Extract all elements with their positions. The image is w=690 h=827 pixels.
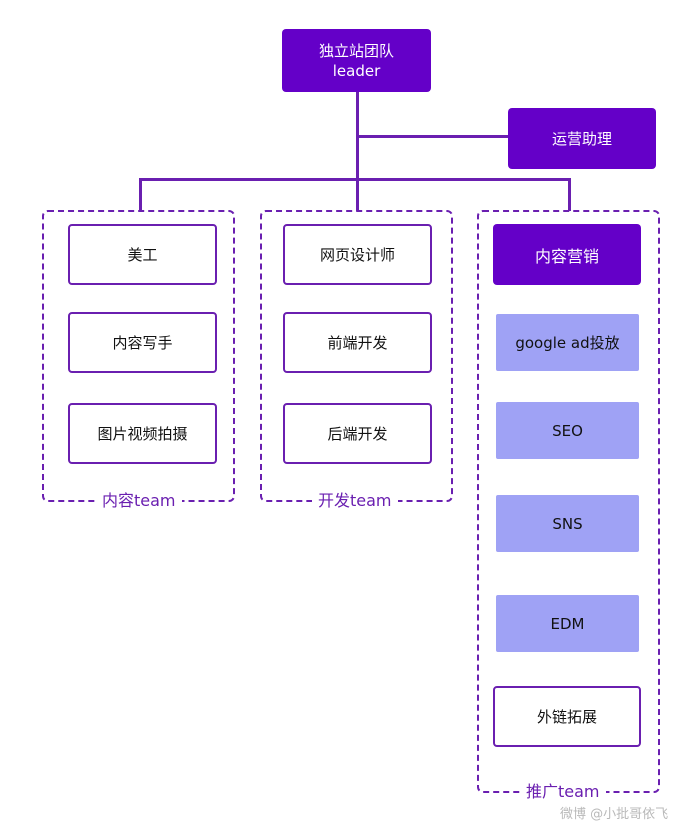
dev-team-item-label: 后端开发 <box>327 425 388 443</box>
dev-team-item: 网页设计师 <box>283 224 432 285</box>
promo-team-item-label: SEO <box>552 421 583 440</box>
content-team-item: 美工 <box>68 224 217 285</box>
dev-team-label: 开发team <box>312 491 398 511</box>
content-team-label: 内容team <box>96 491 182 511</box>
promo-team-head-label: 内容营销 <box>534 246 599 266</box>
promo-team-label: 推广team <box>520 782 606 802</box>
promo-team-last-item-label: 外链拓展 <box>536 708 597 726</box>
content-team-item: 图片视频拍摄 <box>68 403 217 464</box>
promo-team-item-label: EDM <box>550 614 585 633</box>
content-team-item: 内容写手 <box>68 312 217 373</box>
assistant-label: 运营助理 <box>551 130 612 148</box>
promo-team-item: google ad投放 <box>496 314 639 371</box>
watermark: 微博 @小批哥依飞 <box>560 807 669 822</box>
root-node: 独立站团队 leader <box>282 29 431 92</box>
connector-dev-team <box>356 178 359 211</box>
content-team-item-label: 图片视频拍摄 <box>97 425 188 443</box>
dev-team-item-label: 前端开发 <box>327 334 388 352</box>
promo-team-last-item: 外链拓展 <box>493 686 641 747</box>
promo-team-head: 内容营销 <box>493 224 641 285</box>
connector-promo-team <box>568 178 571 211</box>
dev-team-item: 后端开发 <box>283 403 432 464</box>
content-team-item-label: 内容写手 <box>112 334 173 352</box>
root-subtitle: leader <box>332 61 381 80</box>
assistant-node: 运营助理 <box>508 108 656 169</box>
content-team-item-label: 美工 <box>127 246 158 264</box>
dev-team-item-label: 网页设计师 <box>319 246 395 264</box>
promo-team-item: EDM <box>496 595 639 652</box>
root-title: 独立站团队 <box>318 41 394 60</box>
connector-assistant-horizontal <box>356 135 508 138</box>
promo-team-item-label: google ad投放 <box>515 334 620 352</box>
connector-content-team <box>139 178 142 211</box>
dev-team-item: 前端开发 <box>283 312 432 373</box>
promo-team-item: SEO <box>496 402 639 459</box>
promo-team-item: SNS <box>496 495 639 552</box>
promo-team-item-label: SNS <box>552 514 583 533</box>
connector-team-horizontal <box>139 178 571 181</box>
